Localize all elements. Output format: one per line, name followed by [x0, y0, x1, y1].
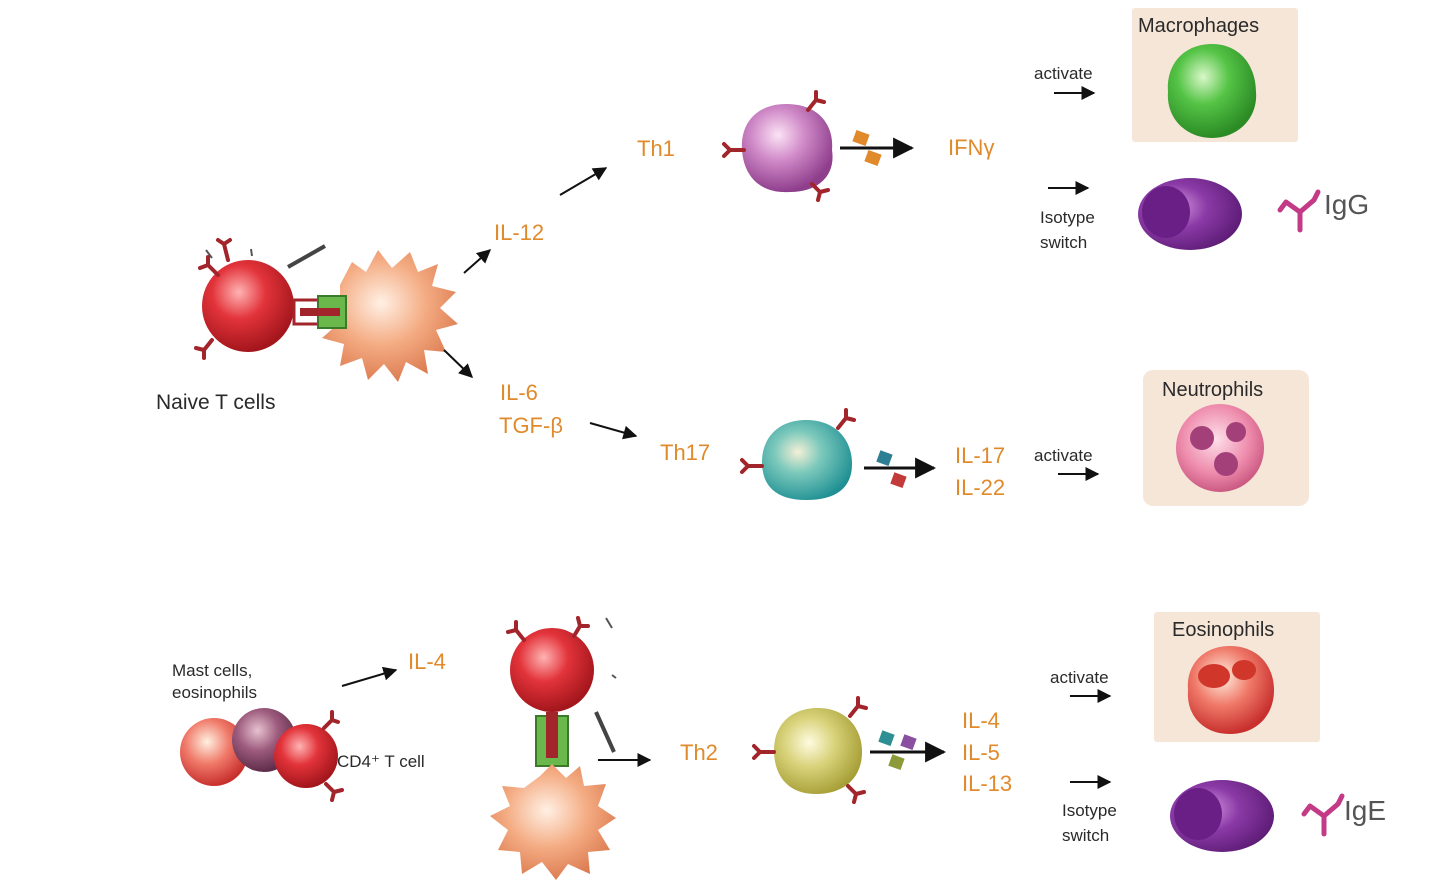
th17-cell: [762, 420, 852, 500]
th2-dendritic-cell: [490, 764, 616, 880]
th2-activate-label: activate: [1050, 668, 1109, 687]
th1-activate-label: activate: [1034, 64, 1093, 83]
th1-switch-label: switch: [1040, 233, 1087, 252]
dendritic-cell: [318, 250, 458, 382]
igg-label: IgG: [1324, 189, 1369, 220]
b-cell-igg: [1138, 178, 1242, 250]
th2-cell-group: [752, 696, 947, 804]
il4-input-label: IL-4: [408, 649, 446, 674]
th2-cell: [774, 708, 862, 794]
igg-antibody-icon: [1277, 189, 1321, 233]
th2-naive-t-cell: [510, 628, 594, 712]
il4-output-label: IL-4: [962, 708, 1000, 733]
il17-label: IL-17: [955, 443, 1005, 468]
il5-label: IL-5: [962, 740, 1000, 765]
tgfb-label: TGF-β: [499, 413, 563, 438]
naive-t-cell-group: [194, 238, 458, 382]
ige-antibody-icon: [1301, 793, 1345, 837]
mast-cells-label: Mast cells,: [172, 661, 252, 680]
th1-cell: [741, 104, 833, 193]
b-cell-ige: [1170, 780, 1274, 852]
th1-label: Th1: [637, 136, 675, 161]
arrow-to-th17: [589, 422, 638, 440]
il13-label: IL-13: [962, 771, 1012, 796]
th17-cell-group: [740, 408, 937, 500]
macrophage-cell: [1167, 44, 1257, 138]
mast-cell-group: [180, 708, 344, 802]
th1-isotype-label: Isotype: [1040, 208, 1095, 227]
naive-t-cell: [202, 260, 294, 352]
arrow-to-th1: [559, 167, 608, 196]
neutrophils-label: Neutrophils: [1162, 379, 1263, 401]
th2-activation-group: [490, 616, 617, 880]
th2-isotype-label: Isotype: [1062, 801, 1117, 820]
il22-label: IL-22: [955, 475, 1005, 500]
eosinophil-cell: [1187, 646, 1274, 734]
il6-label: IL-6: [500, 380, 538, 405]
eosinophils-source-label: eosinophils: [172, 683, 257, 702]
ige-label: IgE: [1344, 795, 1386, 826]
arrow-to-il4: [341, 666, 398, 687]
naive-t-cells-label: Naive T cells: [156, 391, 275, 414]
macrophages-label: Macrophages: [1138, 15, 1259, 37]
th17-label: Th17: [660, 440, 710, 465]
cd4-t-cell-label: CD4⁺ T cell: [337, 752, 425, 771]
th1-cell-group: [722, 90, 915, 202]
ifng-label: IFNγ: [948, 135, 994, 160]
il12-label: IL-12: [494, 220, 544, 245]
th17-activate-label: activate: [1034, 446, 1093, 465]
th2-switch-label: switch: [1062, 826, 1109, 845]
eosinophils-label: Eosinophils: [1172, 619, 1274, 641]
neutrophil-cell: [1176, 404, 1264, 492]
th2-label: Th2: [680, 740, 718, 765]
arrow-to-il6: [443, 349, 474, 378]
arrow-to-il12: [463, 249, 492, 274]
